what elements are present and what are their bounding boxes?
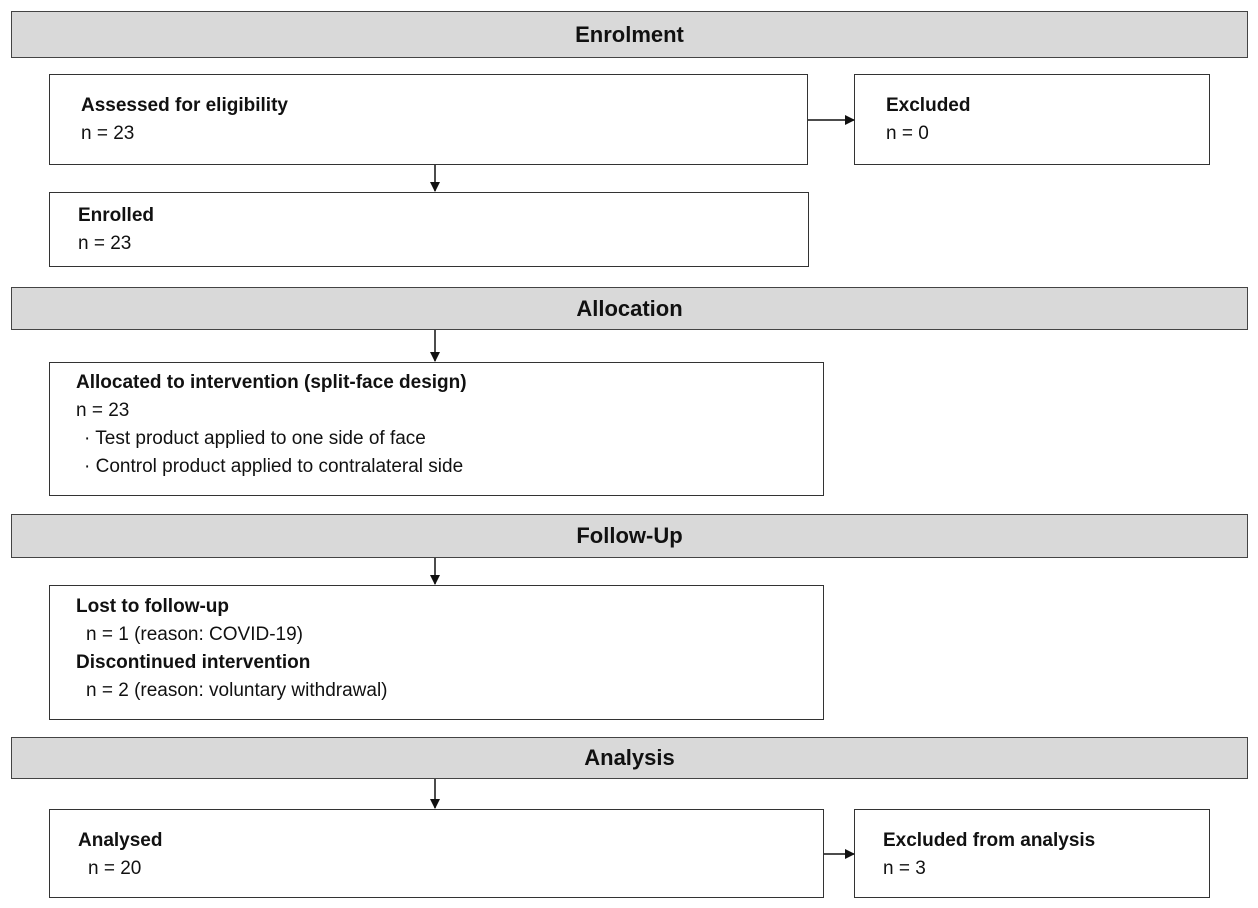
excluded-title: Excluded xyxy=(886,95,971,116)
allocated-box: Allocated to intervention (split-face de… xyxy=(49,362,824,496)
enrolment-header: Enrolment xyxy=(11,11,1248,58)
follow-up-label: Follow-Up xyxy=(576,523,683,548)
allocation-header: Allocation xyxy=(11,287,1248,330)
follow-up-header: Follow-Up xyxy=(11,514,1248,558)
analysed-box: Analysed n = 20 xyxy=(49,809,824,898)
discontinued-count: n = 2 (reason: voluntary withdrawal) xyxy=(86,680,388,701)
allocated-count: n = 23 xyxy=(76,400,130,421)
lost-count: n = 1 (reason: COVID-19) xyxy=(86,624,304,645)
enrolment-label: Enrolment xyxy=(575,21,684,47)
allocated-title: Allocated to intervention (split-face de… xyxy=(76,372,467,393)
assessed-box: Assessed for eligibility n = 23 xyxy=(49,74,808,165)
analysed-count: n = 20 xyxy=(88,858,142,879)
lost-title: Lost to follow-up xyxy=(76,596,230,617)
excluded-count: n = 0 xyxy=(886,123,929,144)
assessed-count: n = 23 xyxy=(81,123,135,144)
follow-up-box: Lost to follow-up n = 1 (reason: COVID-1… xyxy=(49,585,824,720)
excluded-analysis-title: Excluded from analysis xyxy=(883,830,1096,851)
excluded-analysis-box: Excluded from analysis n = 3 xyxy=(854,809,1210,898)
analysis-header: Analysis xyxy=(11,737,1248,779)
allocated-item-control: · Control product applied to contralater… xyxy=(84,456,464,477)
excluded-analysis-count: n = 3 xyxy=(883,858,926,879)
analysed-title: Analysed xyxy=(78,830,163,851)
analysis-label: Analysis xyxy=(584,745,675,770)
allocated-item-test: · Test product applied to one side of fa… xyxy=(84,428,426,449)
discontinued-title: Discontinued intervention xyxy=(76,652,311,673)
excluded-box: Excluded n = 0 xyxy=(854,74,1210,165)
enrolled-box: Enrolled n = 23 xyxy=(49,192,809,267)
enrolled-count: n = 23 xyxy=(78,233,132,254)
assessed-title: Assessed for eligibility xyxy=(81,95,288,116)
allocation-label: Allocation xyxy=(576,295,683,321)
enrolled-title: Enrolled xyxy=(78,205,155,226)
